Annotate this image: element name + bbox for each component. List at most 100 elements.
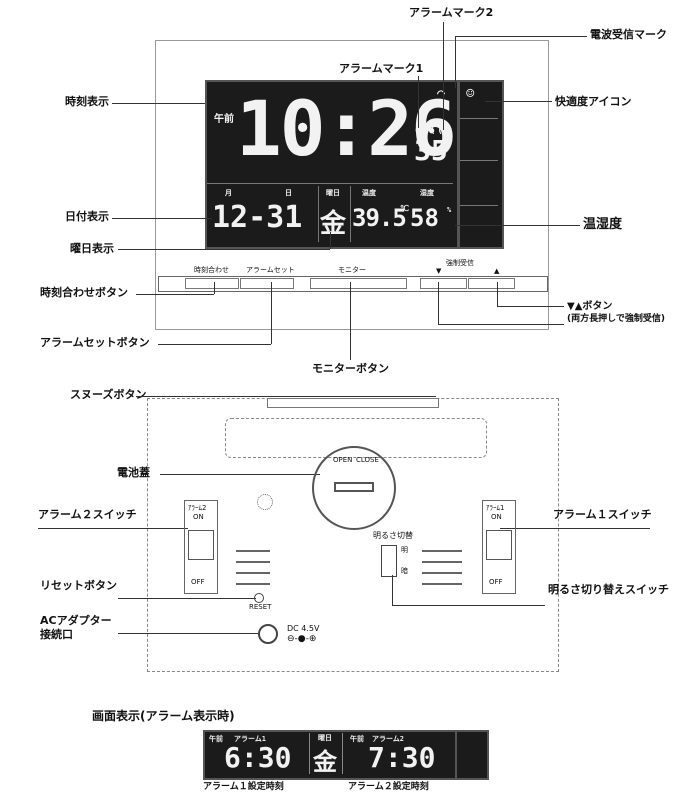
leader-reset-button — [118, 598, 256, 599]
alarm-set-button[interactable] — [240, 278, 294, 289]
leader-time-set-button-v — [214, 282, 215, 294]
comfort-icon: ☺ — [466, 86, 477, 102]
alarm2-time: 7:30 — [368, 741, 436, 774]
monitor-button[interactable] — [310, 278, 407, 289]
dc-rating: DC 4.5V — [287, 624, 320, 633]
label-snooze-button: スヌーズボタン — [70, 388, 147, 401]
leader-monitor-button — [350, 282, 351, 360]
btn-monitor-label: モニター — [338, 266, 366, 274]
btn-time-set-label: 時刻合わせ — [194, 266, 229, 274]
leader-battery-cover — [160, 474, 320, 475]
btn-alarm-set-label: アラームセット — [246, 266, 295, 274]
temp-head: 温度 — [362, 189, 376, 197]
leader-alarm-mark-2 — [443, 22, 444, 130]
leader-time-display — [112, 103, 205, 104]
leader-radio-mark — [455, 36, 587, 37]
label-comfort-icon: 快適度アイコン — [555, 95, 632, 108]
alarm1-head: アラーム1 — [234, 735, 267, 743]
day-head: 日 — [285, 189, 292, 197]
label-reset-button: リセットボタン — [40, 579, 117, 592]
weekday-frame-r — [350, 186, 351, 242]
leader-down-up-2 — [438, 324, 564, 325]
label-battery-cover: 電池蓋 — [117, 466, 150, 479]
alarm-mark-1-icon: ((● — [414, 126, 437, 136]
side-lcd — [458, 80, 504, 249]
label-alarm-set-button: アラームセットボタン — [40, 336, 150, 349]
label-ac-adapter-2: 接続口 — [40, 628, 73, 641]
label-alarm2-time: アラーム２設定時刻 — [348, 782, 429, 792]
down-button[interactable] — [420, 278, 467, 289]
alarm-weekday-frame-r — [342, 733, 343, 774]
leader-alarm-set-button-v — [271, 282, 272, 344]
screen-title: 画面表示(アラーム表示時) — [92, 709, 235, 723]
label-down-up-button: ▼▲ボタン — [567, 301, 613, 312]
alarm2-head: アラーム2 — [372, 735, 405, 743]
up-button[interactable] — [468, 278, 515, 289]
leader-brightness-switch — [392, 605, 545, 606]
alarm1-switch-off: OFF — [489, 578, 503, 586]
label-alarm-mark-2: アラームマーク2 — [409, 6, 494, 19]
btn-force-rx-label: 強制受信 — [446, 259, 474, 267]
battery-close-label: CLOSE — [356, 456, 379, 464]
brightness-dark: 暗 — [401, 567, 408, 575]
ac-adapter-jack[interactable] — [258, 624, 278, 644]
leader-temp-humidity — [455, 225, 580, 226]
label-monitor-button: モニターボタン — [312, 362, 389, 375]
leader-radio-mark-v — [455, 36, 456, 88]
alarm2-switch-on: ON — [193, 513, 204, 521]
alarm2-switch-off: OFF — [191, 578, 205, 586]
radio-signal-icon: ⌒ — [437, 86, 447, 101]
alarm-lcd — [203, 730, 459, 780]
alarm1-switch-knob[interactable] — [486, 530, 512, 560]
vent-slots-right — [422, 545, 462, 593]
leader-time-set-button — [136, 294, 214, 295]
weekday-char: 金 — [320, 209, 347, 239]
time-set-button[interactable] — [185, 278, 239, 289]
leader-brightness-switch-v — [392, 575, 393, 605]
leader-weekday-display — [118, 249, 330, 250]
label-ac-adapter-1: ACアダプター — [40, 614, 112, 627]
month-head: 月 — [225, 189, 232, 197]
battery-cover[interactable] — [312, 446, 396, 530]
label-time-set-button: 時刻合わせボタン — [40, 286, 128, 299]
alarm2-switch-housing — [184, 500, 218, 594]
polarity-icon: ⊖-●-⊕ — [287, 634, 317, 644]
leader-alarm2-switch — [38, 528, 188, 529]
alarm-weekday-frame-l — [309, 733, 310, 774]
leader-date-display — [112, 218, 212, 219]
lcd-divider — [207, 183, 453, 184]
weekday-head: 曜日 — [326, 189, 340, 197]
snooze-button[interactable] — [267, 398, 439, 408]
alarm-side-lcd — [455, 730, 489, 780]
alarm-weekday: 金 — [313, 748, 337, 776]
battery-open-label: OPEN — [333, 456, 353, 464]
side-divider-3 — [460, 205, 498, 206]
alarm2-switch-title: ｱﾗｰﾑ2 — [188, 504, 207, 512]
leader-down-up — [497, 306, 564, 307]
button-strip — [158, 276, 548, 292]
side-divider-1 — [460, 118, 498, 119]
alarm1-time: 6:30 — [224, 741, 292, 774]
label-alarm-mark-1: アラームマーク1 — [339, 62, 424, 75]
label-brightness-switch: 明るさ切り替えスイッチ — [548, 583, 669, 596]
label-temp-humidity: 温湿度 — [583, 217, 623, 232]
temp-digits: 39.5 — [352, 204, 407, 232]
alarm-mark-2-icon: ((● — [430, 126, 453, 136]
am-indicator: 午前 — [214, 114, 234, 125]
leader-weekday-display-v — [330, 232, 331, 249]
reset-button[interactable] — [254, 593, 264, 603]
label-weekday-display: 曜日表示 — [70, 242, 114, 255]
alarm2-am: 午前 — [350, 735, 364, 743]
up-arrow-icon: ▲ — [494, 267, 500, 275]
label-date-display: 日付表示 — [65, 210, 109, 223]
brightness-switch-title: 明るさ切替 — [373, 531, 413, 540]
side-divider-2 — [460, 160, 498, 161]
brightness-switch[interactable] — [381, 545, 397, 577]
alarm1-switch-housing — [482, 500, 516, 594]
alarm1-switch-title: ｱﾗｰﾑ1 — [486, 504, 505, 512]
label-radio-mark: 電波受信マーク — [590, 28, 667, 41]
main-lcd — [205, 80, 459, 249]
weekday-frame — [318, 186, 319, 242]
alarm2-switch-knob[interactable] — [188, 530, 214, 560]
date-digits: 12-31 — [212, 200, 303, 235]
